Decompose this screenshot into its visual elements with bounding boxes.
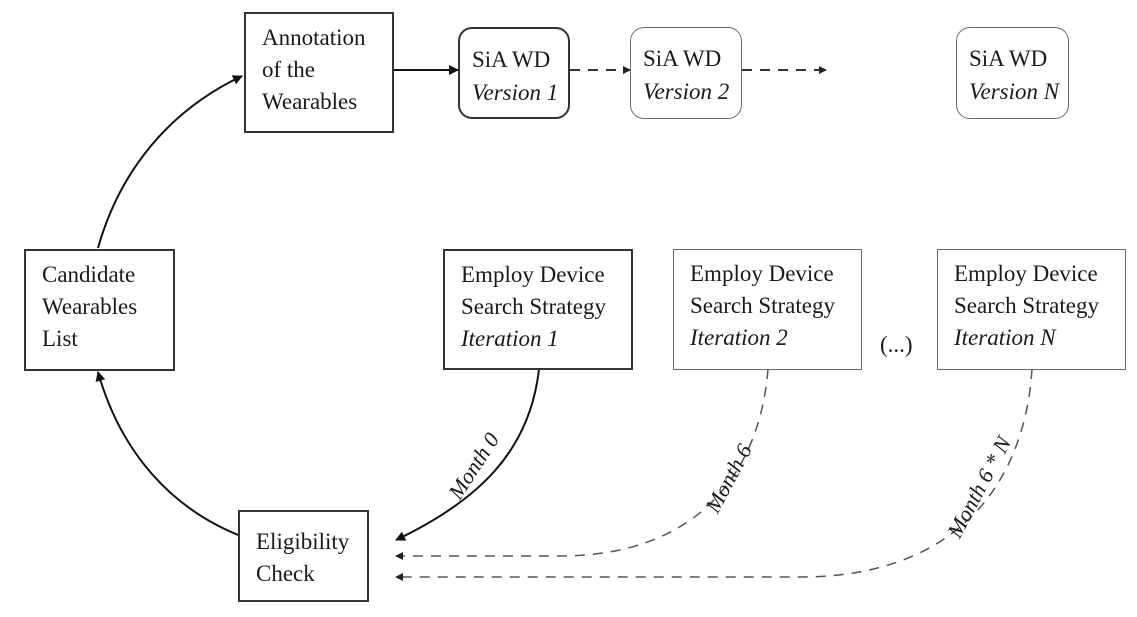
node-subtitle: Version 1 xyxy=(472,80,559,105)
node-sia-wd-version-1: SiA WD Version 1 xyxy=(458,27,570,119)
node-candidate-wearables-list: Candidate Wearables List xyxy=(24,249,175,371)
node-text: Eligibility xyxy=(256,529,350,554)
node-title: SiA WD xyxy=(643,46,722,71)
node-text: Search Strategy xyxy=(461,294,606,319)
node-text: List xyxy=(42,326,78,351)
node-text: Search Strategy xyxy=(690,293,835,318)
node-text: Employ Device xyxy=(690,261,834,286)
node-title: SiA WD xyxy=(472,47,551,72)
node-title: SiA WD xyxy=(969,46,1048,71)
node-text: Search Strategy xyxy=(954,293,1099,318)
node-subtitle: Iteration 1 xyxy=(461,326,559,351)
node-text: Wearables xyxy=(262,89,358,114)
node-sia-wd-version-2: SiA WD Version 2 xyxy=(630,27,742,119)
node-search-strategy-iteration-1: Employ Device Search Strategy Iteration … xyxy=(443,249,633,370)
node-search-strategy-iteration-2: Employ Device Search Strategy Iteration … xyxy=(673,249,862,370)
edge-iteration1-to-eligibility xyxy=(395,368,540,541)
node-text: Candidate xyxy=(42,262,136,287)
node-subtitle: Iteration N xyxy=(954,325,1056,350)
node-text: Wearables xyxy=(42,294,138,319)
node-sia-wd-version-n: SiA WD Version N xyxy=(956,27,1069,119)
node-eligibility-check: Eligibility Check xyxy=(238,510,369,602)
edge-iteration2-to-eligibility xyxy=(395,368,769,560)
ellipsis-more-iterations: (...) xyxy=(880,332,913,357)
edge-iterationN-to-eligibility xyxy=(395,368,1033,581)
node-text: Employ Device xyxy=(954,261,1098,286)
edge-candidate-to-annotation xyxy=(97,75,243,249)
edge-eligibility-to-candidate xyxy=(95,371,247,539)
node-annotation-of-wearables: Annotation of the Wearables xyxy=(244,12,394,133)
node-search-strategy-iteration-n: Employ Device Search Strategy Iteration … xyxy=(937,249,1126,370)
node-text: Check xyxy=(256,561,315,586)
node-subtitle: Version N xyxy=(969,79,1060,104)
node-subtitle: Iteration 2 xyxy=(690,325,788,350)
node-text: Employ Device xyxy=(461,262,605,287)
node-text: Annotation xyxy=(262,25,366,50)
node-text: of the xyxy=(262,57,316,82)
node-subtitle: Version 2 xyxy=(643,79,730,104)
